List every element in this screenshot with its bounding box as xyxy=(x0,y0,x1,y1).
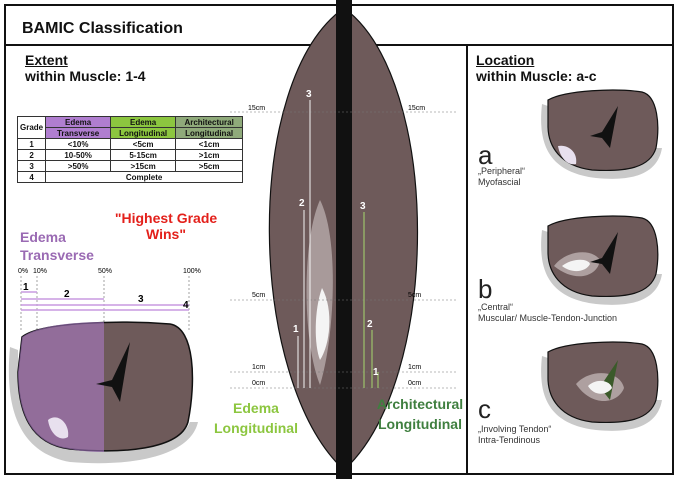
location-c-caption-line: „Involving Tendon“ xyxy=(478,424,552,434)
table-cell: <10% xyxy=(45,138,112,150)
edema-spot xyxy=(48,417,69,439)
table-cell: <5cm xyxy=(110,138,177,150)
edema-length-lines xyxy=(297,100,311,388)
table-cell: 10-50% xyxy=(45,149,112,161)
transverse-grade-label: 1 xyxy=(23,282,29,293)
transverse-guides xyxy=(20,276,190,332)
highest-grade-line: Wins" xyxy=(146,226,186,242)
architectural-longitudinal-line: Architectural xyxy=(376,396,464,412)
longitudinal-tick-label: 0cm xyxy=(252,380,265,387)
table-header-cell: Longitudinal xyxy=(110,127,177,139)
arch-long-grade: 3 xyxy=(360,201,366,212)
tendon-shape xyxy=(590,232,618,274)
arch-length-lines xyxy=(363,212,379,388)
table-header-row: Transverse Longitudinal Longitudinal xyxy=(18,127,244,139)
transverse-grade-label: 3 xyxy=(138,294,144,305)
edema-transverse-line: Edema xyxy=(20,229,66,245)
location-b-diagram xyxy=(541,215,662,305)
grading-table: Grade Edema Edema Architectural Transver… xyxy=(16,116,244,183)
table-header-cell: Transverse xyxy=(45,127,112,139)
edema-overlay xyxy=(18,322,104,452)
architectural-longitudinal-line: Longitudinal xyxy=(378,416,462,432)
table-header-row: Grade Edema Edema Architectural xyxy=(16,116,244,139)
location-panel xyxy=(466,44,674,475)
arch-long-grade: 2 xyxy=(367,319,373,330)
location-b-caption-line: „Central“ xyxy=(478,302,514,312)
extent-title: Extent xyxy=(25,52,68,68)
edema-transverse-label: Edema Transverse xyxy=(20,228,94,264)
table-cell: 2 xyxy=(16,149,47,161)
longitudinal-tick-label: 15cm xyxy=(248,105,265,112)
location-a-diagram xyxy=(541,89,662,179)
table-cell: 3 xyxy=(16,160,47,172)
edema-long-grade: 3 xyxy=(306,89,312,100)
transverse-diagram: 0% 10% 50% 100% 1 2 3 4 xyxy=(8,268,201,464)
table-cell: Complete xyxy=(45,171,244,183)
table-row: 3 >50% >15cm >5cm xyxy=(16,160,244,172)
longitudinal-tick-label: 15cm xyxy=(408,105,425,112)
tendon-shape xyxy=(96,342,130,402)
location-subtitle: within Muscle: a-c xyxy=(476,68,597,84)
location-c-letter: c xyxy=(478,394,491,424)
tendon-bar xyxy=(336,0,352,479)
transverse-tick-label: 0% xyxy=(18,268,28,275)
table-cell: >50% xyxy=(45,160,112,172)
longitudinal-tick-label: 1cm xyxy=(252,364,265,371)
location-c-diagram xyxy=(541,341,662,431)
tendon-shape xyxy=(590,106,618,148)
transverse-tick-label: 100% xyxy=(183,268,201,275)
location-b-caption-line: Muscular/ Muscle-Tendon-Junction xyxy=(478,313,618,323)
longitudinal-diagram: 15cm 15cm 5cm 5cm 1cm 1cm 0cm 0cm 3 2 1 … xyxy=(230,0,458,479)
intratendinous-lesion xyxy=(588,380,612,394)
location-a-caption: „Peripheral“ Myofascial xyxy=(478,166,525,188)
table-cell: 5-15cm xyxy=(110,149,177,161)
location-b-caption: „Central“ Muscular/ Muscle-Tendon-Juncti… xyxy=(478,302,617,324)
table-header-cell: Edema xyxy=(110,116,177,128)
table-cell: 1 xyxy=(16,138,47,150)
transverse-grade-lines xyxy=(21,291,189,311)
location-a-caption-line: „Peripheral“ xyxy=(478,166,526,176)
transverse-tick-label: 50% xyxy=(98,268,112,275)
longitudinal-tick-label: 5cm xyxy=(408,292,421,299)
longitudinal-tick-label: 0cm xyxy=(408,380,421,387)
table-row: 2 10-50% 5-15cm >1cm xyxy=(16,149,244,161)
edema-longitudinal-line: Edema xyxy=(233,400,279,416)
table-header-cell: Edema xyxy=(45,116,112,128)
architectural-zone xyxy=(315,288,330,360)
transverse-grade-label: 2 xyxy=(64,289,70,300)
highest-grade-note: "Highest Grade Wins" xyxy=(96,210,236,242)
location-title: Location xyxy=(476,52,535,68)
table-cell: >15cm xyxy=(110,160,177,172)
transverse-tick-label: 10% xyxy=(33,268,47,275)
location-b-letter: b xyxy=(478,274,493,304)
location-c-caption-line: Intra-Tendinous xyxy=(478,435,541,445)
muscle-cross-section xyxy=(547,215,659,298)
arch-long-grade: 1 xyxy=(373,367,379,378)
extent-subtitle: within Muscle: 1-4 xyxy=(25,68,146,84)
edema-longitudinal-line: Longitudinal xyxy=(214,420,298,436)
tendon-shape xyxy=(590,360,618,400)
edema-long-grade: 1 xyxy=(293,324,299,335)
page-title: BAMIC Classification xyxy=(22,20,183,37)
table-cell: 4 xyxy=(16,171,47,183)
longitudinal-guides xyxy=(230,111,458,389)
edema-long-grade: 2 xyxy=(299,198,305,209)
table-row: 1 <10% <5cm <1cm xyxy=(16,138,244,150)
transverse-grade-label: 4 xyxy=(183,300,189,311)
table-header-cell: Grade xyxy=(16,116,47,139)
architectural-longitudinal-label: Architectural Longitudinal xyxy=(372,394,468,434)
edema-longitudinal-label: Edema Longitudinal xyxy=(208,398,304,438)
longitudinal-tick-label: 5cm xyxy=(252,292,265,299)
highest-grade-line: "Highest Grade xyxy=(114,210,218,226)
location-c-caption: „Involving Tendon“ Intra-Tendinous xyxy=(478,424,551,446)
location-a-letter: a xyxy=(478,140,493,170)
table-row: 4 Complete xyxy=(16,171,244,183)
longitudinal-tick-label: 1cm xyxy=(408,364,421,371)
peripheral-lesion xyxy=(558,145,577,165)
location-a-caption-line: Myofascial xyxy=(478,177,521,187)
edema-transverse-line: Transverse xyxy=(20,247,94,263)
central-lesion xyxy=(562,259,590,272)
